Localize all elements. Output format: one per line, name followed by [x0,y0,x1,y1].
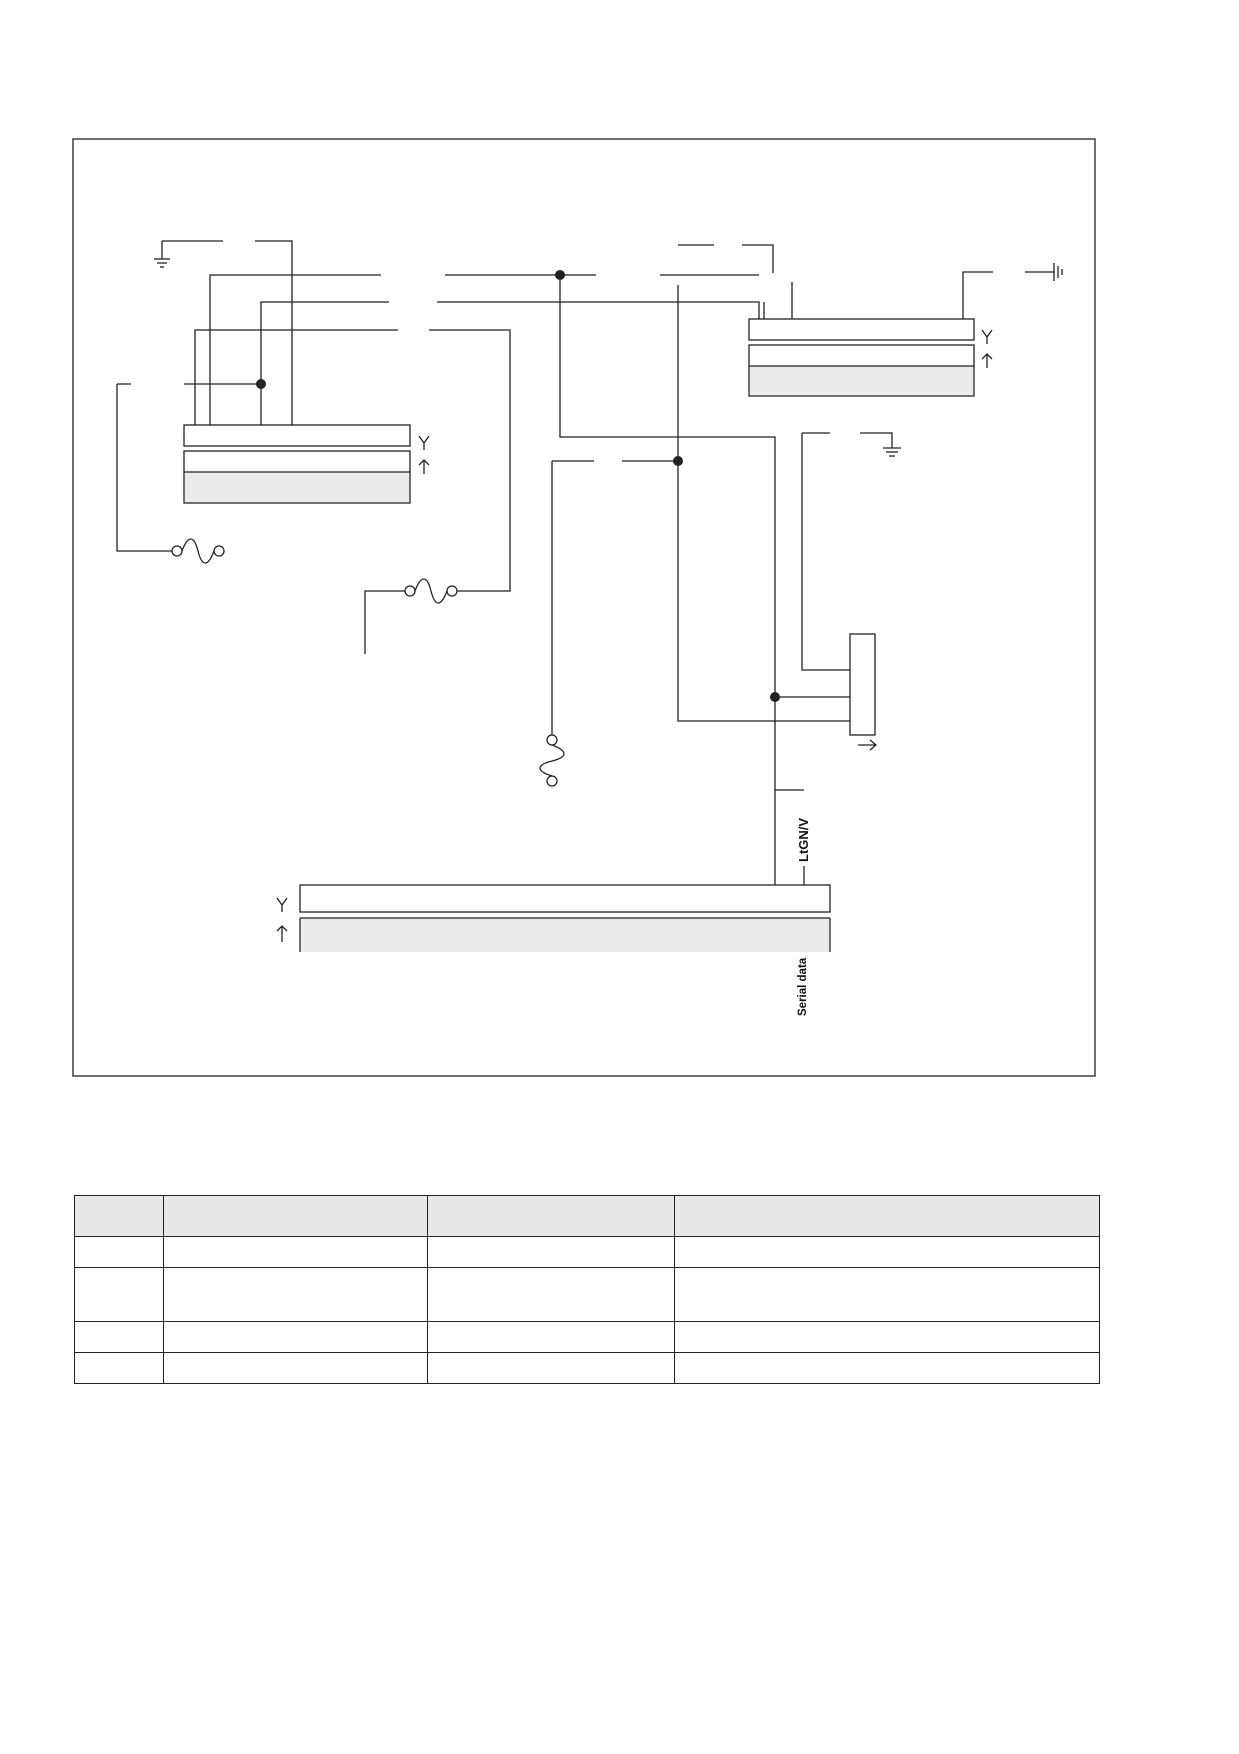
wire-color-label: LtGN/V [796,818,811,862]
table-cell [73,1267,165,1322]
table-cell [163,1236,428,1268]
arrow-right-icon [858,739,878,751]
middle-wires [437,244,850,791]
table-cell [426,1321,675,1353]
connector-symbol-bottom-icon [276,897,288,942]
small-connector [849,633,876,736]
table-cell [673,1321,1101,1353]
table-cell [673,1236,1101,1268]
table-cell [73,1352,165,1384]
table-header-cell [426,1195,675,1237]
ground-mid-right-icon [883,447,901,457]
ground-top-left-icon [154,241,170,268]
splice-dot-left [256,379,266,389]
serial-data-label: Serial data [797,957,809,1016]
wire-right-ground [962,271,993,319]
ground-top-right-icon [1053,263,1063,281]
table-cell [163,1352,428,1384]
splice-dot-lower [770,692,780,702]
table-row [73,1267,1101,1322]
wire-mid-right-b [860,432,893,448]
connector-symbol-left-icon [418,435,430,474]
splice-dot-middle [673,456,683,466]
connector-symbol-right-icon [981,329,993,368]
table-cell [673,1267,1101,1322]
bottom-module [299,884,831,952]
table-cell [163,1267,428,1322]
legend-table [73,1195,1101,1384]
fuse-lower-icon [539,734,565,787]
table-header-row [73,1195,1101,1237]
right-module [748,318,975,397]
table-row [73,1236,1101,1268]
wire-down-from-fuse [364,590,405,654]
table-header-cell [163,1195,428,1237]
splice-dot-top-middle [555,270,565,280]
table-cell [426,1236,675,1268]
table-cell [73,1236,165,1268]
fuse-left-icon [171,538,225,564]
table-header-cell [673,1195,1101,1237]
left-module [183,424,411,504]
diagram-frame [72,138,1096,1077]
wire-down-to-connector [801,433,850,671]
table-cell [426,1267,675,1322]
table-cell [163,1321,428,1353]
table-header-cell [73,1195,165,1237]
table-row [73,1321,1101,1353]
table-row [73,1352,1101,1384]
fuse-middle-icon [404,578,458,604]
table-cell [73,1321,165,1353]
table-cell [426,1352,675,1384]
wire-to-mid-fuse [429,329,511,592]
table-cell [673,1352,1101,1384]
top-left-wires [116,240,398,552]
